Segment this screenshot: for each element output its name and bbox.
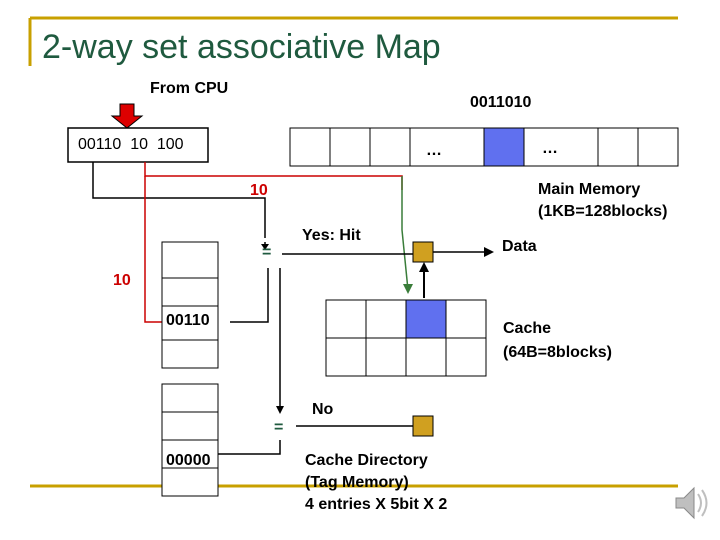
set-index-top-label: 10 xyxy=(250,182,268,199)
equal-compare-bottom: = xyxy=(274,419,284,436)
cache-highlight-block xyxy=(405,299,447,339)
main-memory-label-2: (1KB=128blocks) xyxy=(538,203,668,220)
set-index-left-label: 10 xyxy=(113,272,131,289)
cache-grid xyxy=(325,299,487,377)
cpu-address-label: 00110 10 100 xyxy=(78,136,184,153)
no-label: No xyxy=(312,401,334,418)
main-memory-row xyxy=(289,127,679,167)
cache-directory-label-2: (Tag Memory) xyxy=(305,474,409,491)
mm-to-cache-arrow xyxy=(401,176,409,291)
cache-directory-label-3: 4 entries X 5bit X 2 xyxy=(305,496,448,513)
set-index-line-red-left xyxy=(144,176,163,323)
main-memory-label-1: Main Memory xyxy=(538,181,641,198)
cache-directory xyxy=(161,241,219,497)
mm-highlight-block xyxy=(483,127,525,167)
tag-entry-00000: 00000 xyxy=(166,452,211,469)
no-box xyxy=(412,415,434,437)
cache-label-2: (64B=8blocks) xyxy=(503,344,612,361)
mm-ellipsis-left: … xyxy=(426,142,442,159)
mm-ellipsis-right: … xyxy=(542,140,558,157)
compare-node-top xyxy=(254,240,282,268)
from-cpu-label: From CPU xyxy=(150,80,229,97)
address-register xyxy=(67,127,209,163)
mm-block-address-label: 0011010 xyxy=(470,94,532,111)
equal-compare-top: = xyxy=(262,244,272,261)
speaker-icon xyxy=(675,486,708,520)
yes-hit-label: Yes: Hit xyxy=(302,227,361,244)
tag-line xyxy=(92,162,266,238)
cache-directory-label-1: Cache Directory xyxy=(305,452,428,469)
cpu-arrow-icon xyxy=(110,103,144,129)
tag-entry-00110: 00110 xyxy=(166,312,210,329)
hit-data-box xyxy=(412,241,434,263)
data-label: Data xyxy=(502,238,537,255)
slide-title: 2-way set associative Map xyxy=(42,28,441,66)
cache-label-1: Cache xyxy=(503,320,552,337)
